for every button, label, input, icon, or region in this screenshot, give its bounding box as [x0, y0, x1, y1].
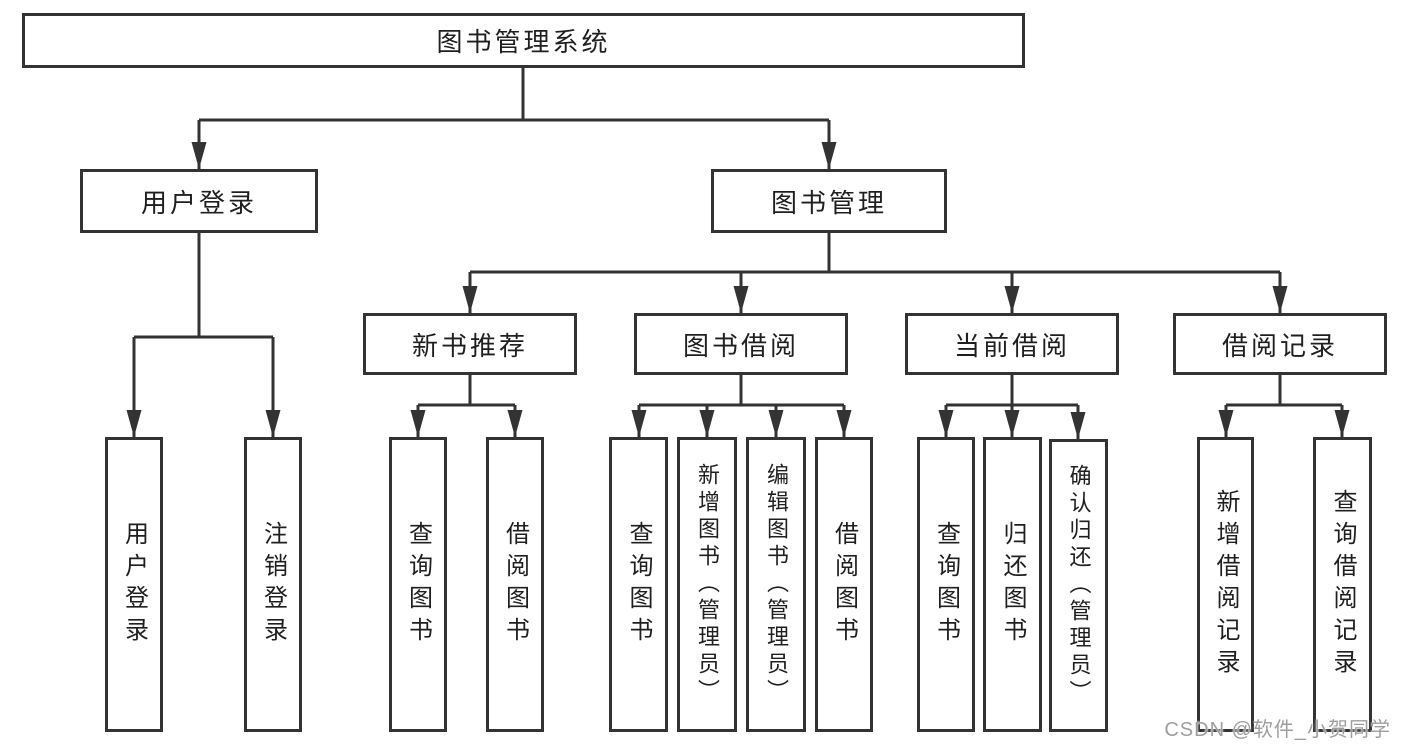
connector-root-to-level2 — [191, 68, 837, 169]
leaf-edit-books-admin-label: 编辑图书（管理员） — [764, 463, 789, 706]
connector-records-group — [1218, 375, 1350, 437]
leaf-return-books: 归还图书 — [983, 437, 1042, 732]
node-book-management-label: 图书管理 — [770, 187, 887, 218]
leaf-query-books-recommend: 查询图书 — [389, 437, 447, 732]
connector-borrow-group — [631, 375, 852, 437]
leaf-logout-login-label: 注销登录 — [259, 520, 287, 649]
leaf-add-borrow-record-label: 新增借阅记录 — [1212, 488, 1239, 681]
node-root-system: 图书管理系统 — [22, 13, 1025, 68]
node-borrow-records: 借阅记录 — [1173, 313, 1387, 375]
leaf-add-books-admin-label: 新增图书（管理员） — [695, 463, 720, 706]
leaf-borrow-books-recommend-label: 借阅图书 — [501, 520, 529, 649]
node-new-book-recommend: 新书推荐 — [363, 313, 577, 375]
leaf-user-login-label: 用户登录 — [120, 520, 148, 649]
node-book-borrow-label: 图书借阅 — [682, 330, 799, 361]
node-new-book-recommend-label: 新书推荐 — [411, 330, 528, 361]
node-book-management: 图书管理 — [711, 169, 947, 233]
node-user-login: 用户登录 — [80, 169, 318, 233]
leaf-borrow-books-recommend: 借阅图书 — [486, 437, 544, 732]
leaf-query-books-recommend-label: 查询图书 — [404, 520, 432, 649]
connector-recommend-group — [410, 375, 523, 437]
node-current-borrow: 当前借阅 — [905, 313, 1119, 375]
connector-book-mgmt-to-level3 — [462, 233, 1288, 313]
leaf-add-borrow-record: 新增借阅记录 — [1197, 437, 1254, 732]
node-root-system-label: 图书管理系统 — [436, 27, 611, 57]
leaf-query-books-current: 查询图书 — [917, 437, 975, 732]
connector-current-borrow-group — [938, 375, 1086, 439]
leaf-query-books-borrow-label: 查询图书 — [625, 520, 652, 649]
connector-user-login-group — [126, 233, 281, 437]
leaf-user-login: 用户登录 — [105, 437, 163, 732]
node-borrow-records-label: 借阅记录 — [1221, 330, 1338, 361]
leaf-logout-login: 注销登录 — [244, 437, 302, 732]
leaf-borrow-books-label: 借阅图书 — [830, 520, 858, 649]
leaf-query-books-borrow: 查询图书 — [609, 437, 668, 732]
leaf-return-books-label: 归还图书 — [999, 520, 1026, 649]
leaf-confirm-return-admin: 确认归还（管理员） — [1049, 439, 1108, 732]
leaf-confirm-return-admin-label: 确认归还（管理员） — [1066, 464, 1092, 707]
leaf-add-books-admin: 新增图书（管理员） — [677, 437, 737, 732]
node-book-borrow: 图书借阅 — [634, 313, 848, 375]
leaf-query-books-current-label: 查询图书 — [932, 520, 960, 649]
leaf-query-borrow-record-label: 查询借阅记录 — [1329, 488, 1356, 681]
csdn-watermark: CSDN @软件_小贺同学 — [1164, 719, 1391, 741]
leaf-edit-books-admin: 编辑图书（管理员） — [746, 437, 806, 732]
leaf-borrow-books: 借阅图书 — [815, 437, 873, 732]
node-current-borrow-label: 当前借阅 — [953, 330, 1070, 361]
node-user-login-label: 用户登录 — [140, 187, 257, 218]
leaf-query-borrow-record: 查询借阅记录 — [1313, 437, 1372, 732]
